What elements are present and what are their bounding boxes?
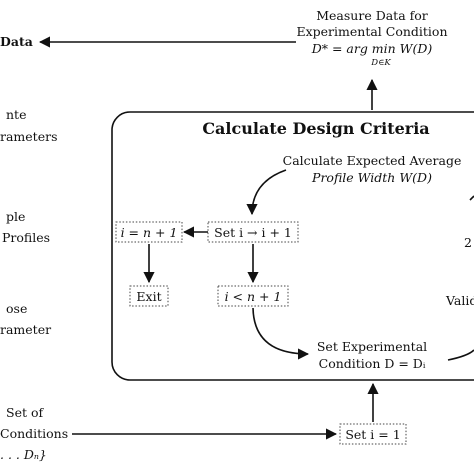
i-less-than-n-plus-1-box [217,285,289,307]
set-i-start-text: Set i = 1 [345,427,400,442]
left-label-1a: nte [6,107,26,122]
left-label-4a: Set of [6,405,44,420]
set-i-increment-box [207,221,299,243]
measure-line2: Experimental Condition [296,24,447,39]
calc-line1: Calculate Expected Average [283,153,462,168]
measure-line1: Measure Data for [316,8,428,23]
i-equals-n-plus-1-box [115,221,183,243]
exit-box [129,285,169,307]
exit-text: Exit [136,289,161,304]
calculate-design-criteria-box [111,111,474,381]
calc-line2: Profile Width W(D) [311,170,432,185]
left-label-2a: ple [6,209,25,224]
left-label-2b: Profiles [2,230,50,245]
edge-check-less-to-set-condition [252,307,310,360]
set-i-start-box [339,423,407,445]
i-less-than-n-plus-1-text: i < n + 1 [225,289,282,304]
measure-formula-subscript: D∈K [370,58,391,68]
left-label-1b: rameters [0,129,58,144]
measure-formula: D* = arg min W(D) [311,41,433,56]
right-partial-1: 2 [464,235,472,250]
edge-right-partial-top [469,195,474,201]
edge-calc-to-increment [246,169,287,216]
set-i-increment-text: Set i → i + 1 [214,225,292,240]
right-partial-2: Valid [445,293,474,308]
i-equals-n-plus-1-text: i = n + 1 [121,225,178,240]
left-label-4c: . . . Dₙ} [0,447,47,462]
edge-right-partial [447,349,474,361]
left-label-3b: rameter [0,322,51,337]
set-condition-line1: Set Experimental [317,339,427,354]
left-label-4b: Conditions [0,426,68,441]
set-condition-line2: Condition D = Dᵢ [319,356,426,371]
criteria-title: Calculate Design Criteria [202,119,429,138]
left-label-3a: ose [6,301,27,316]
data-output-label: Data [0,34,33,49]
